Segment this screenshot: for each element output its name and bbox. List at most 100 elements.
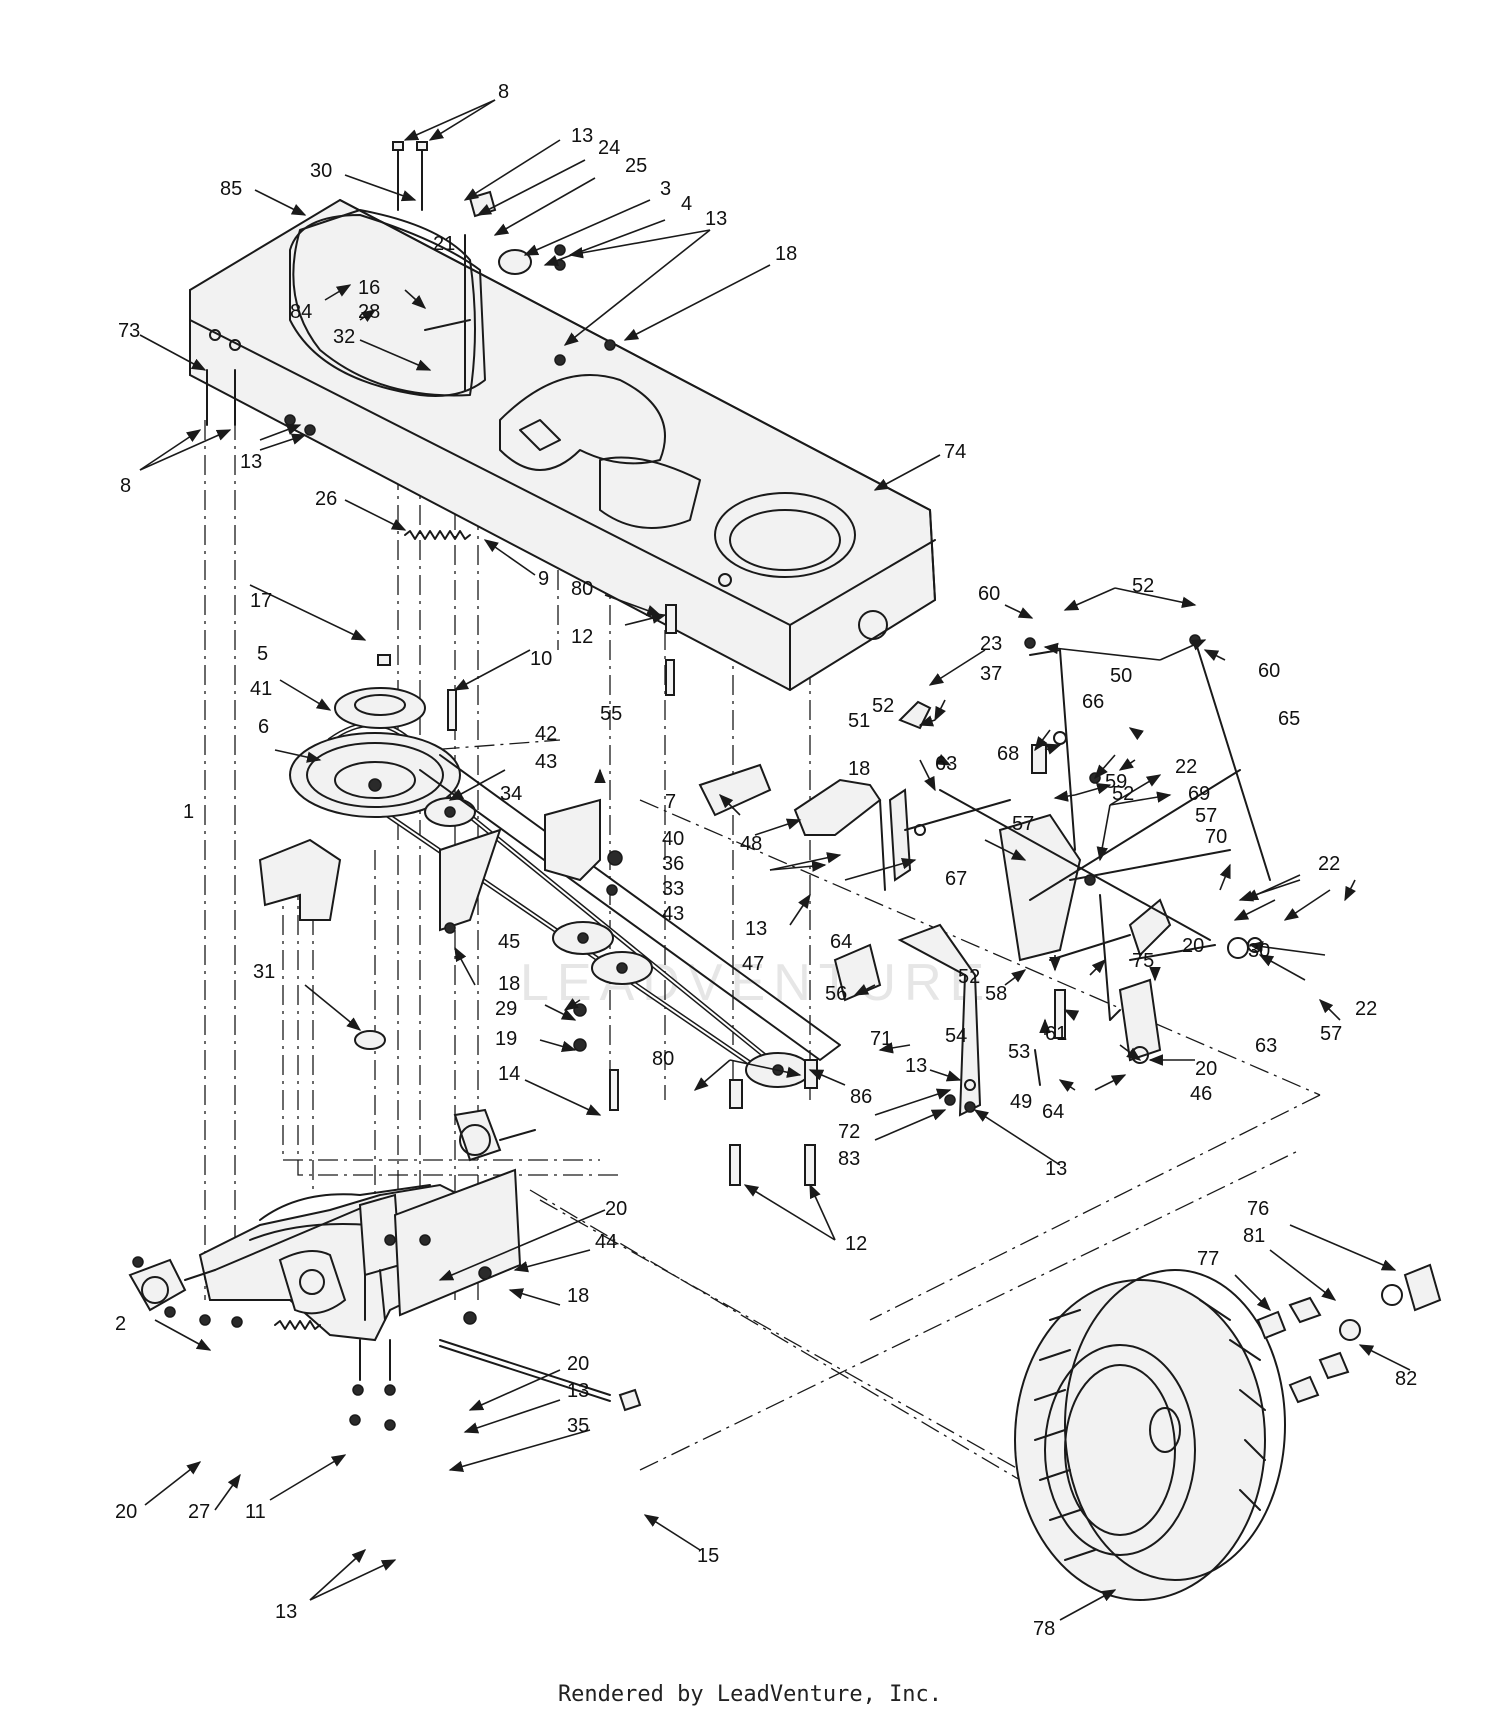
callout-21: 21 bbox=[433, 233, 455, 255]
callout-65: 65 bbox=[1278, 708, 1300, 730]
callout-43: 43 bbox=[662, 903, 684, 925]
callout-1: 1 bbox=[183, 801, 194, 823]
callout-22: 22 bbox=[1318, 853, 1340, 875]
callout-50: 50 bbox=[1110, 665, 1132, 687]
callout-13: 13 bbox=[275, 1601, 297, 1623]
callout-13: 13 bbox=[705, 208, 727, 230]
callout-16: 16 bbox=[358, 277, 380, 299]
callout-18: 18 bbox=[567, 1285, 589, 1307]
callout-68: 68 bbox=[997, 743, 1019, 765]
callout-14: 14 bbox=[498, 1063, 520, 1085]
callout-5: 5 bbox=[257, 643, 268, 665]
callout-13: 13 bbox=[567, 1380, 589, 1402]
callout-30: 30 bbox=[1248, 940, 1270, 962]
callout-63: 63 bbox=[935, 753, 957, 775]
callout-46: 46 bbox=[1190, 1083, 1212, 1105]
drive-belt-and-pulleys bbox=[289, 687, 841, 1088]
callout-67: 67 bbox=[945, 868, 967, 890]
callout-43: 43 bbox=[535, 751, 557, 773]
frame bbox=[189, 198, 937, 692]
callout-52: 52 bbox=[958, 966, 980, 988]
belt-guard bbox=[258, 838, 342, 921]
shift-rod bbox=[439, 1339, 611, 1396]
callout-35: 35 bbox=[567, 1415, 589, 1437]
callout-59: 59 bbox=[1105, 771, 1127, 793]
callout-52: 52 bbox=[1112, 783, 1134, 805]
callout-12: 12 bbox=[845, 1233, 867, 1255]
callout-20: 20 bbox=[115, 1501, 137, 1523]
callout-31: 31 bbox=[253, 961, 275, 983]
callout-55: 55 bbox=[600, 703, 622, 725]
callout-24: 24 bbox=[598, 137, 620, 159]
callout-58: 58 bbox=[985, 983, 1007, 1005]
callout-15: 15 bbox=[697, 1545, 719, 1567]
callout-6: 6 bbox=[258, 716, 269, 738]
callout-23: 23 bbox=[980, 633, 1002, 655]
callout-22: 22 bbox=[1175, 756, 1197, 778]
callout-77: 77 bbox=[1197, 1248, 1219, 1270]
callout-36: 36 bbox=[662, 853, 684, 875]
callout-30: 30 bbox=[310, 160, 332, 182]
callout-9: 9 bbox=[538, 568, 549, 590]
callout-52: 52 bbox=[872, 695, 894, 717]
callout-81: 81 bbox=[1243, 1225, 1265, 1247]
callout-18: 18 bbox=[848, 758, 870, 780]
callout-56: 56 bbox=[825, 983, 847, 1005]
callout-28: 28 bbox=[358, 301, 380, 323]
callout-3: 3 bbox=[660, 178, 671, 200]
rear-wheel bbox=[1014, 1269, 1286, 1601]
callouts: 8 13 24 25 30 3 4 13 85 21 18 16 84 28 7… bbox=[115, 81, 1417, 1640]
callout-8: 8 bbox=[498, 81, 509, 103]
callout-80: 80 bbox=[571, 578, 593, 600]
callout-2: 2 bbox=[115, 1313, 126, 1335]
callout-84: 84 bbox=[290, 301, 312, 323]
callout-40: 40 bbox=[662, 828, 684, 850]
callout-10: 10 bbox=[530, 648, 552, 670]
leader-lines bbox=[139, 99, 1411, 1621]
callout-52: 52 bbox=[1132, 575, 1154, 597]
callout-85: 85 bbox=[220, 178, 242, 200]
callout-44: 44 bbox=[595, 1231, 617, 1253]
callout-41: 41 bbox=[250, 678, 272, 700]
callout-12: 12 bbox=[571, 626, 593, 648]
callout-64: 64 bbox=[1042, 1101, 1064, 1123]
callout-57: 57 bbox=[1195, 805, 1217, 827]
belt-guide bbox=[289, 214, 486, 397]
callout-60: 60 bbox=[978, 583, 1000, 605]
callout-33: 33 bbox=[662, 878, 684, 900]
wheel-hardware bbox=[1256, 1263, 1442, 1404]
callout-29: 29 bbox=[495, 998, 517, 1020]
callout-51: 51 bbox=[848, 710, 870, 732]
callout-37: 37 bbox=[980, 663, 1002, 685]
callout-19: 19 bbox=[495, 1028, 517, 1050]
callout-83: 83 bbox=[838, 1148, 860, 1170]
callout-53: 53 bbox=[1008, 1041, 1030, 1063]
callout-73: 73 bbox=[118, 320, 140, 342]
callout-78: 78 bbox=[1033, 1618, 1055, 1640]
callout-18: 18 bbox=[498, 973, 520, 995]
footer-credit: Rendered by LeadVenture, Inc. bbox=[557, 1682, 943, 1707]
spring-26 bbox=[404, 530, 471, 540]
callout-74: 74 bbox=[944, 441, 966, 463]
callout-47: 47 bbox=[742, 953, 764, 975]
callout-60: 60 bbox=[1258, 660, 1280, 682]
callout-26: 26 bbox=[315, 488, 337, 510]
callout-57: 57 bbox=[1320, 1023, 1342, 1045]
callout-64: 64 bbox=[830, 931, 852, 953]
callout-48: 48 bbox=[740, 833, 762, 855]
callout-66: 66 bbox=[1082, 691, 1104, 713]
callout-42: 42 bbox=[535, 723, 557, 745]
callout-80: 80 bbox=[652, 1048, 674, 1070]
callout-54: 54 bbox=[945, 1025, 967, 1047]
callout-86: 86 bbox=[850, 1086, 872, 1108]
callout-13: 13 bbox=[745, 918, 767, 940]
bushing-31 bbox=[354, 1030, 386, 1050]
callout-57: 57 bbox=[1012, 813, 1034, 835]
callout-32: 32 bbox=[333, 326, 355, 348]
callout-7: 7 bbox=[665, 791, 676, 813]
callout-82: 82 bbox=[1395, 1368, 1417, 1390]
callout-71: 71 bbox=[870, 1028, 892, 1050]
callout-75: 75 bbox=[1132, 950, 1154, 972]
shift-rod-inner bbox=[439, 1345, 611, 1402]
callout-76: 76 bbox=[1247, 1198, 1269, 1220]
